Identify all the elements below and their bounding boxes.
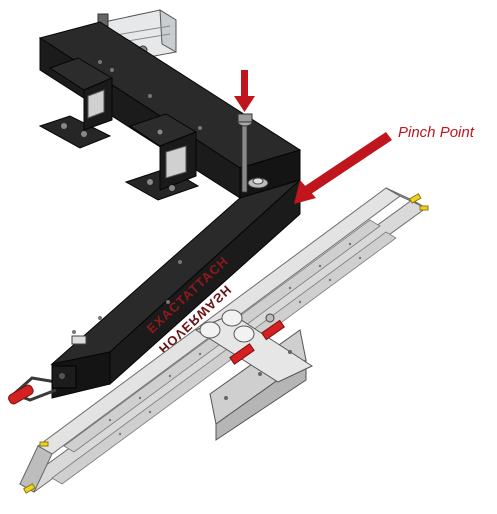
mounting-plates xyxy=(38,57,200,201)
pinch-point-label: Pinch Point xyxy=(398,124,474,141)
release-handle xyxy=(8,365,77,405)
red-diagonal-arrow-icon xyxy=(294,132,392,204)
red-down-arrow-icon xyxy=(234,70,255,112)
carriage-block xyxy=(194,309,314,441)
pin-bolt xyxy=(237,113,269,193)
